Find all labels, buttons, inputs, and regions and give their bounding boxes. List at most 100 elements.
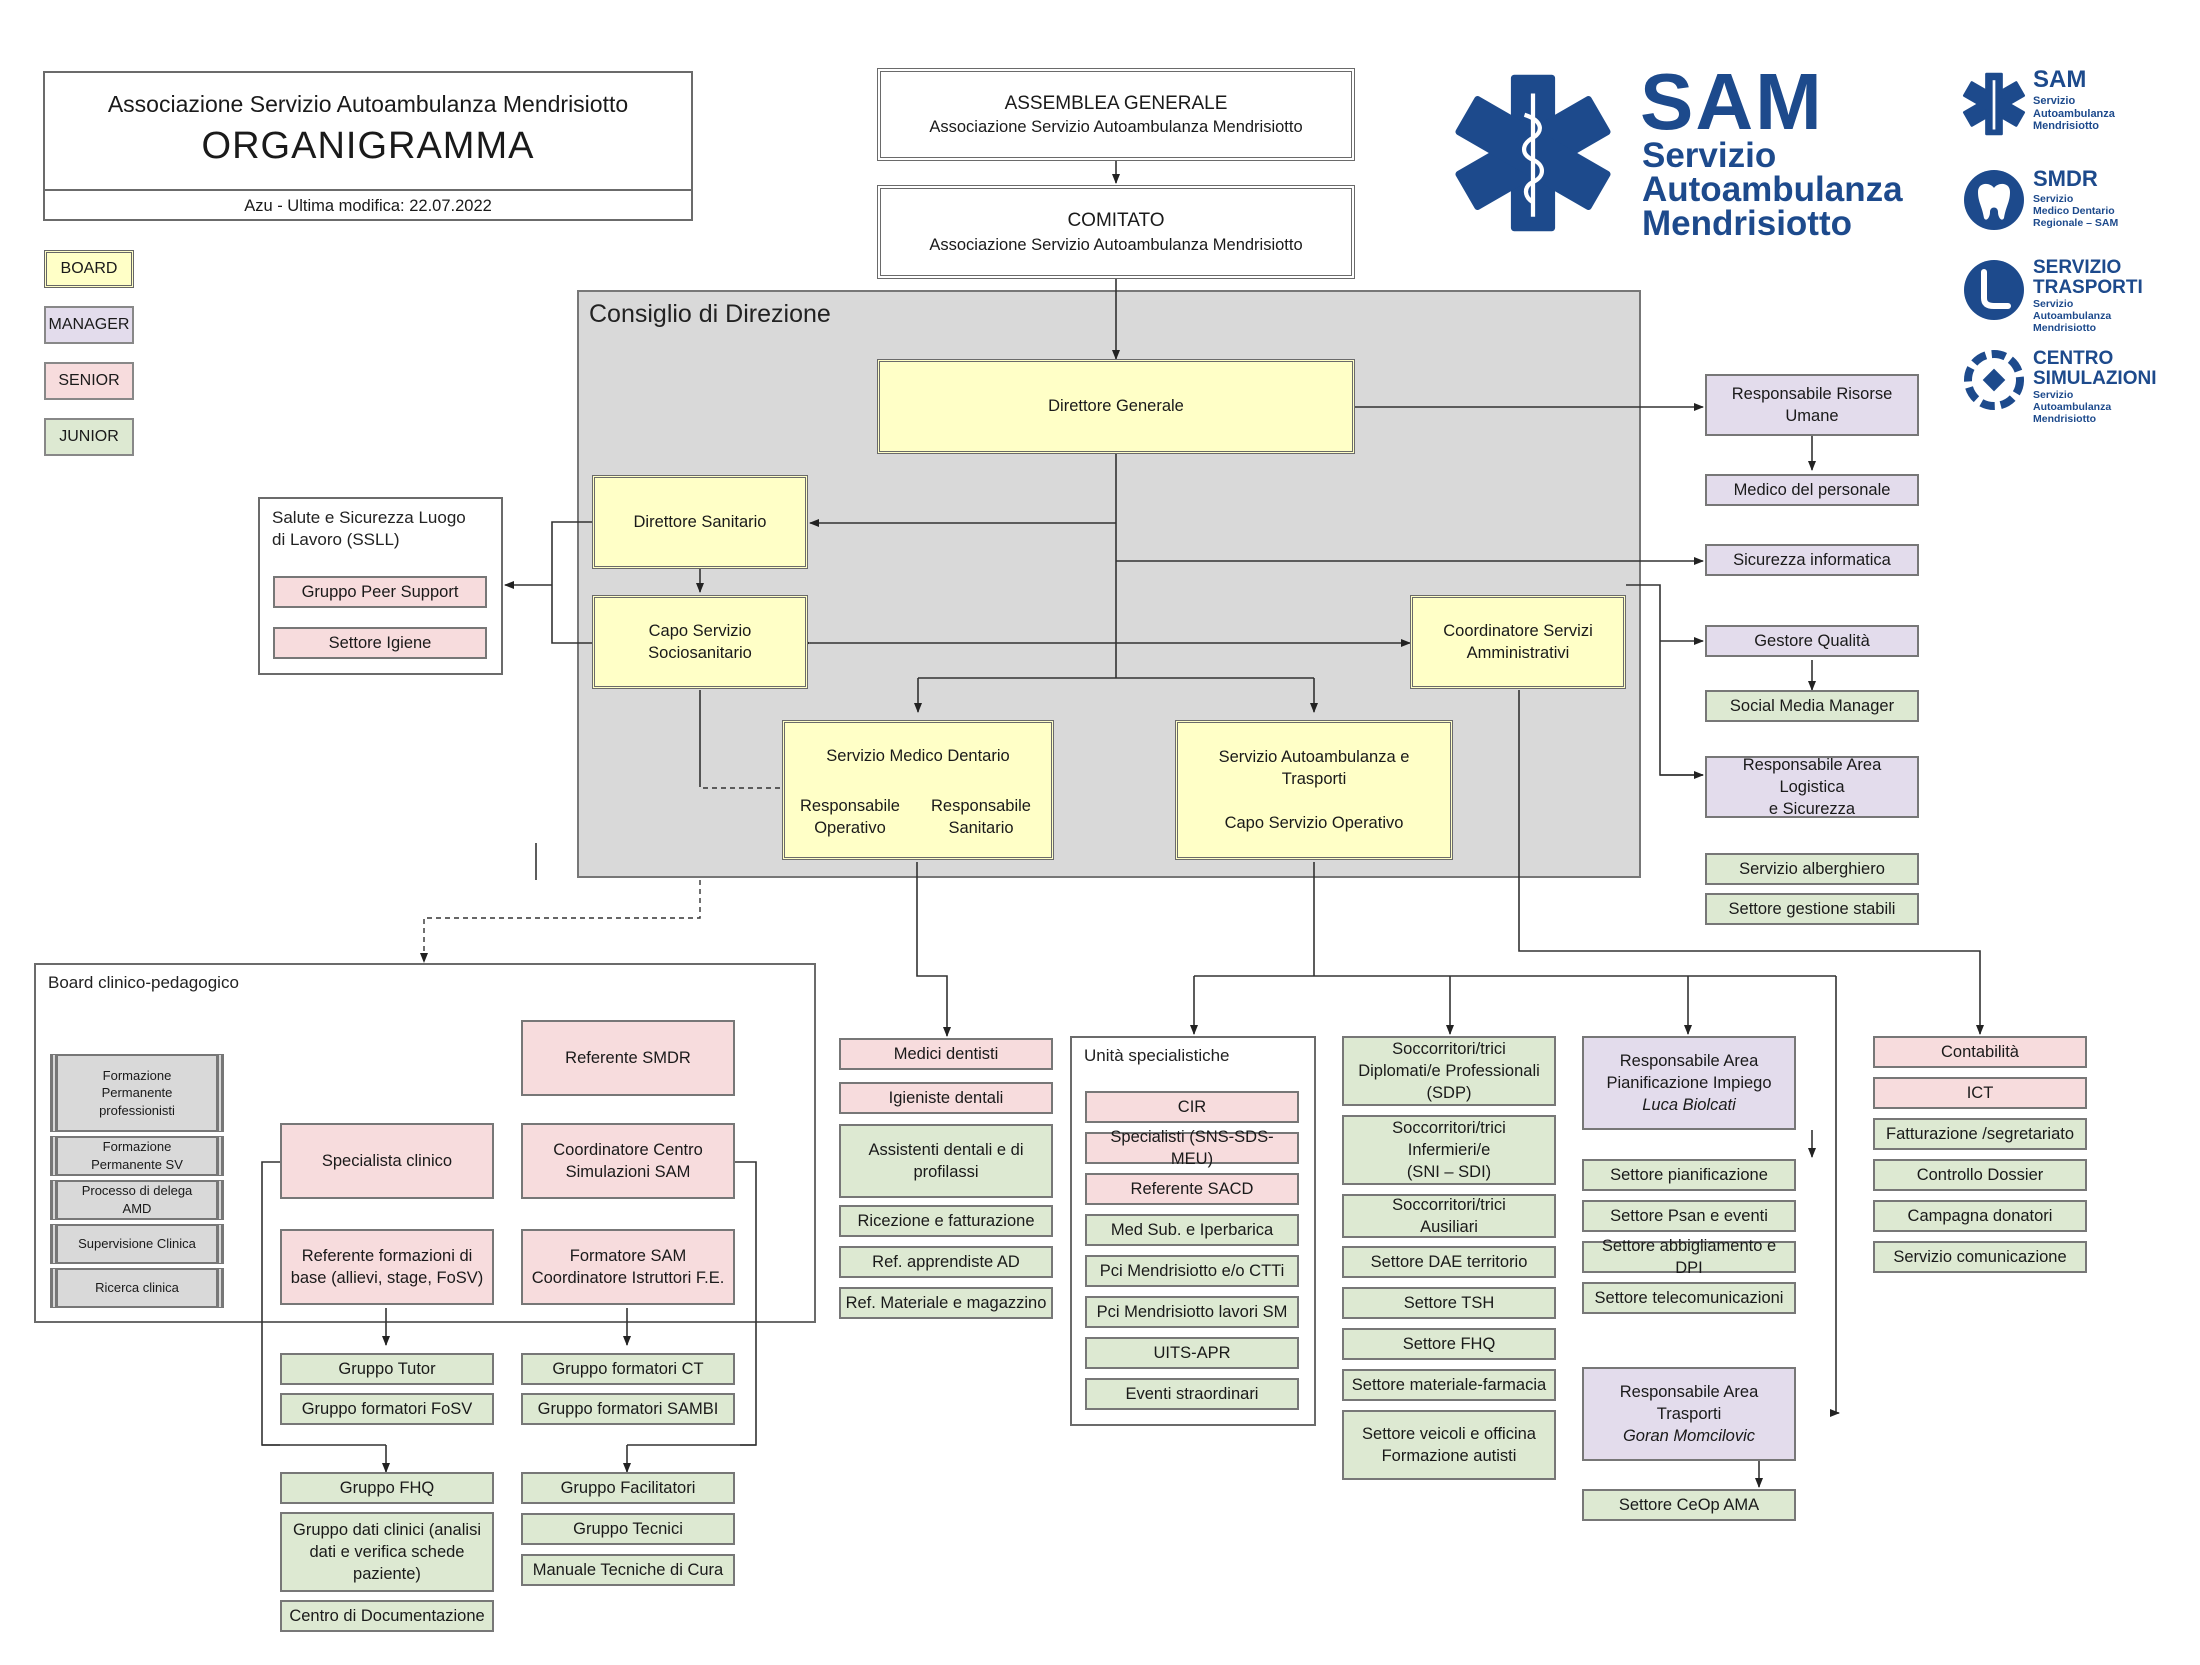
- pian-name: Luca Biolcati: [1642, 1096, 1736, 1115]
- med-sub-box: Med Sub. e Iperbarica: [1085, 1214, 1299, 1246]
- sam-sub-1: Servizio: [2033, 95, 2076, 107]
- refform-line2: base (allievi, stage, FoSV): [290, 1269, 484, 1287]
- tsh-label: Settore TSH: [1403, 1293, 1495, 1312]
- veicoli-l2: Formazione autisti: [1381, 1447, 1517, 1465]
- smdr-sub-1: Servizio: [2033, 193, 2074, 205]
- social-media-label: Social Media Manager: [1729, 696, 1895, 715]
- eventi-label: Eventi straordinari: [1125, 1384, 1259, 1403]
- fhq-label: Settore FHQ: [1402, 1334, 1496, 1353]
- referente-smdr-box: Referente SMDR: [521, 1020, 735, 1096]
- target-icon: [1964, 350, 2024, 410]
- organization-name: Associazione Servizio Autoambulanza Mend…: [107, 91, 629, 117]
- tr-sub-1: Servizio: [2033, 298, 2074, 310]
- logistica-line1: Responsabile Area Logistica: [1742, 755, 1882, 796]
- direttore-generale-box: Direttore Generale: [877, 359, 1355, 454]
- direttore-generale-label: Direttore Generale: [1048, 397, 1184, 416]
- pci-lavori-box: Pci Mendrisiotto lavori SM: [1085, 1296, 1299, 1328]
- pci-ctti-label: Pci Mendrisiotto e/o CTTi: [1099, 1261, 1285, 1280]
- dati-line3: paziente): [353, 1565, 421, 1584]
- contabilita-box: Contabilità: [1873, 1036, 2087, 1068]
- side2-l2: AMD: [122, 1201, 152, 1216]
- sicurezza-informatica-box: Sicurezza informatica: [1705, 544, 1919, 576]
- gruppo-tutor-box: Gruppo Tutor: [280, 1353, 494, 1385]
- pian-l2: Pianificazione Impiego: [1606, 1073, 1772, 1092]
- sam-sub-3: Mendrisiotto: [2033, 120, 2099, 133]
- settore-fhq-box: Settore FHQ: [1342, 1328, 1556, 1360]
- smd-left-line2: Operativo: [814, 819, 886, 838]
- refform-line1: Referente formazioni di: [301, 1246, 473, 1265]
- trasp-name: Goran Momcilovic: [1622, 1427, 1756, 1446]
- donatori-label: Campagna donatori: [1907, 1206, 2053, 1225]
- tooth-icon: [1964, 170, 2024, 230]
- gruppo-peer-support-box: Gruppo Peer Support: [273, 576, 487, 608]
- last-modified: Azu - Ultima modifica: 22.07.2022: [244, 197, 492, 215]
- sim-sub-2: Autoambulanza: [2033, 401, 2112, 414]
- ssll-title-line2: di Lavoro (SSLL): [272, 530, 400, 550]
- referente-formazioni-box: Referente formazioni di base (allievi, st…: [280, 1229, 494, 1305]
- logo-line2: Autoambulanza: [1642, 170, 1903, 209]
- trasp-l2: Trasporti: [1656, 1404, 1722, 1423]
- gruppo-facilitatori-box: Gruppo Facilitatori: [521, 1472, 735, 1504]
- veicoli-l1: Settore veicoli e officina: [1362, 1424, 1536, 1443]
- apprendiste-box: Ref. apprendiste AD: [839, 1246, 1053, 1278]
- comitato-title: COMITATO: [1067, 210, 1165, 232]
- psan-label: Settore Psan e eventi: [1610, 1206, 1768, 1225]
- unita-title: Unità specialistiche: [1084, 1046, 1230, 1065]
- consiglio-title: Consiglio di Direzione: [589, 300, 831, 328]
- dati-line2: dati e verifica schede: [309, 1542, 465, 1561]
- gruppo-tecnici-box: Gruppo Tecnici: [521, 1513, 735, 1545]
- comunicazione-label: Servizio comunicazione: [1893, 1247, 2067, 1266]
- sni-l3: (SNI – SDI): [1406, 1163, 1492, 1182]
- sni-l1: Soccorritori/trici: [1392, 1118, 1506, 1137]
- assemblea-generale-box: ASSEMBLEA GENERALE Associazione Servizio…: [877, 68, 1355, 161]
- dae-label: Settore DAE territorio: [1370, 1252, 1528, 1271]
- fosv-label: Gruppo formatori FoSV: [301, 1399, 473, 1418]
- contabilita-label: Contabilità: [1941, 1042, 2019, 1061]
- settore-telecomunicazioni-box: Settore telecomunicazioni: [1582, 1282, 1796, 1314]
- side1-l1: Formazione: [102, 1139, 172, 1155]
- apprendiste-label: Ref. apprendiste AD: [872, 1252, 1020, 1271]
- servizio-alberghiero-box: Servizio alberghiero: [1705, 853, 1919, 885]
- pci-lavori-label: Pci Mendrisiotto lavori SM: [1096, 1302, 1288, 1321]
- campagna-donatori-box: Campagna donatori: [1873, 1200, 2087, 1232]
- uits-apr-box: UITS-APR: [1085, 1337, 1299, 1369]
- csim-line1: Coordinatore Centro: [553, 1140, 703, 1159]
- csim-line2: Simulazioni SAM: [565, 1163, 691, 1181]
- legend-junior: JUNIOR: [44, 418, 134, 456]
- coordinatore-servizi-line1: Coordinatore Servizi: [1443, 621, 1593, 640]
- centro-documentazione-box: Centro di Documentazione: [280, 1600, 494, 1632]
- settore-tsh-box: Settore TSH: [1342, 1287, 1556, 1319]
- settore-igiene-label: Settore Igiene: [328, 633, 432, 652]
- side4-l1: Ricerca clinica: [95, 1280, 179, 1296]
- legend-manager: MANAGER: [44, 306, 134, 344]
- ct-label: Gruppo formatori CT: [552, 1359, 704, 1378]
- referente-sacd-box: Referente SACD: [1085, 1173, 1299, 1205]
- sim-t2: SIMULAZIONI: [2033, 367, 2157, 389]
- logo-line1: Servizio: [1642, 136, 1777, 175]
- formatore-line1: Formatore SAM: [569, 1246, 687, 1265]
- tr-sub-2: Autoambulanza: [2033, 310, 2112, 323]
- gestore-qualita-box: Gestore Qualità: [1705, 625, 1919, 657]
- pianificazione-label: Settore pianificazione: [1610, 1165, 1768, 1184]
- gruppo-formatori-sambi-box: Gruppo formatori SAMBI: [521, 1393, 735, 1425]
- ceop-label: Settore CeOp AMA: [1618, 1495, 1760, 1514]
- smd-right-line2: Sanitario: [948, 819, 1014, 838]
- sambi-label: Gruppo formatori SAMBI: [537, 1399, 719, 1418]
- side1-l2: Permanente SV: [91, 1157, 183, 1172]
- aus-l2: Ausiliari: [1420, 1218, 1478, 1236]
- side-ricerca: Ricerca clinica: [50, 1268, 224, 1308]
- servizio-comunicazione-box: Servizio comunicazione: [1873, 1241, 2087, 1273]
